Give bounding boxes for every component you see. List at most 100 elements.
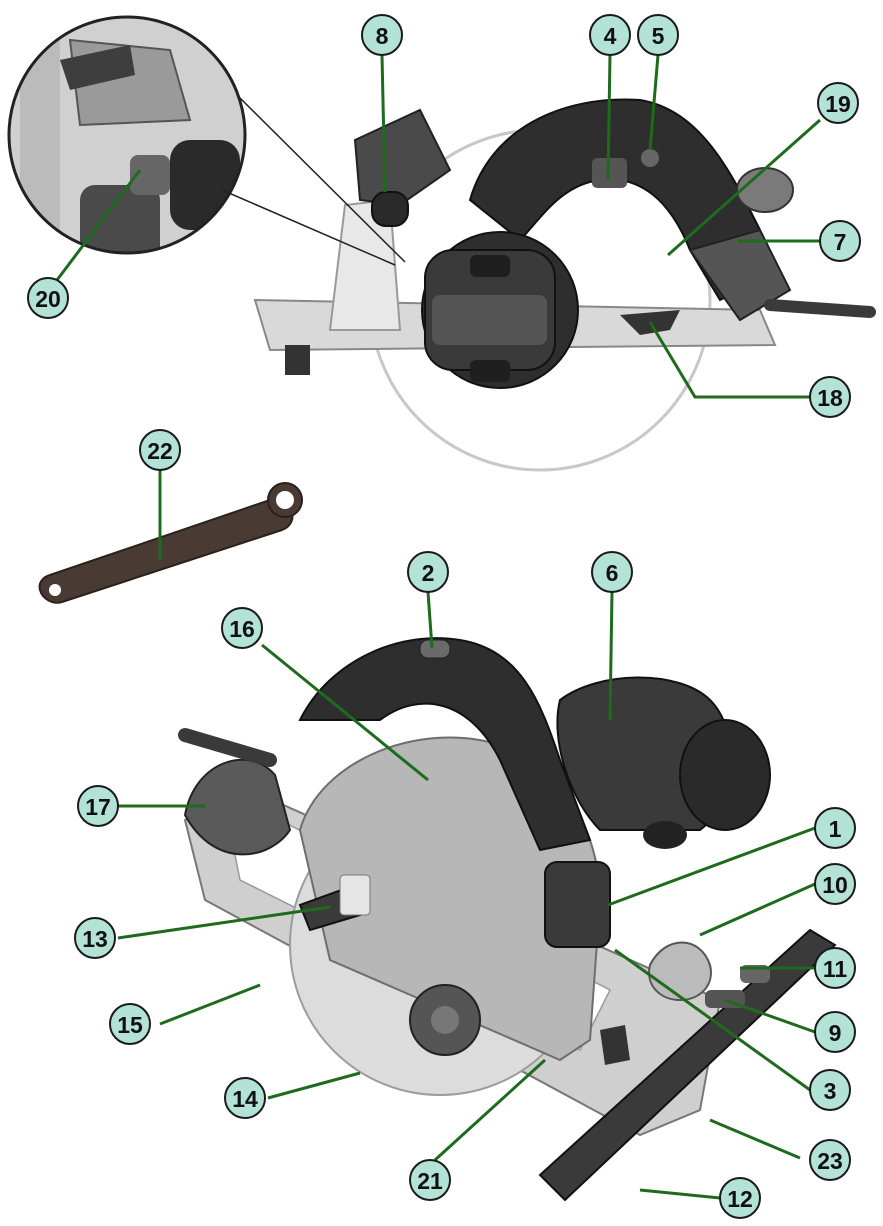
callout-number: 20 [35,286,61,312]
callout-number: 23 [817,1148,843,1174]
callout-13: 13 [74,917,116,959]
callout-circle [27,277,69,319]
callout-circle [814,1011,856,1053]
motor-face-top [432,295,547,345]
callout-14: 14 [224,1077,266,1119]
main-handle-bottom [298,637,592,852]
knob-button-8 [371,191,409,227]
lock-button-2 [419,639,451,659]
blade-arbor-nut [431,1006,459,1034]
callout-number: 18 [817,385,843,411]
front-bevel-fixture [648,941,712,1002]
wrench-hole-small [49,584,61,596]
callout-number: 6 [606,560,619,586]
leader-12 [639,1188,721,1200]
callout-number: 13 [82,926,108,952]
callout-circle [814,807,856,849]
callout-19: 19 [817,82,859,124]
wrench-hole-large-inner [276,491,294,509]
leader-20 [46,169,142,293]
callout-9: 9 [814,1011,856,1053]
callout-circle [221,607,263,649]
wrench-body [38,498,294,604]
callout-number: 12 [727,1186,753,1212]
dust-outlet [183,758,292,856]
callout-5: 5 [637,14,679,56]
callout-number: 22 [147,438,173,464]
callout-circle [814,863,856,905]
callout-21: 21 [409,1159,451,1201]
callout-circle [809,1139,851,1181]
callout-number: 9 [829,1020,842,1046]
wrench-accessory [38,482,303,604]
base-slot-top [285,345,310,375]
leader-8 [380,54,387,193]
callout-circle [817,82,859,124]
callout-22: 22 [139,429,181,471]
callout-15: 15 [109,1003,151,1045]
cable-top [764,299,876,318]
callout-16: 16 [221,607,263,649]
bevel-lever-plate [339,874,371,916]
detail-inset [7,15,406,266]
leader-2 [426,591,434,649]
callout-circle [109,1003,151,1045]
callout-number: 10 [822,872,848,898]
callout-circle [361,14,403,56]
leader-23 [709,1118,801,1160]
callout-8: 8 [361,14,403,56]
leader-16 [261,643,429,782]
callout-circle [74,917,116,959]
callout-circle [409,1159,451,1201]
callout-circle [77,785,119,827]
rear-pipe [178,728,277,767]
callout-circle [819,220,861,262]
callout-4: 4 [589,14,631,56]
leader-6 [608,591,614,721]
motor-vent-top [470,255,510,277]
callout-circle [407,551,449,593]
leader-21 [433,1058,547,1162]
inset-pointer-upper [236,94,406,263]
motor-end-cap [679,719,771,831]
callout-number: 11 [823,956,848,982]
button-5 [641,149,659,167]
callout-3: 3 [809,1069,851,1111]
callout-number: 2 [422,560,435,586]
callout-2: 2 [407,551,449,593]
leader-3 [614,948,811,1092]
front-knob-top [353,108,452,207]
callout-circle [139,429,181,471]
callout-23: 23 [809,1139,851,1181]
callout-number: 4 [604,23,617,49]
callout-17: 17 [77,785,119,827]
motor-foot [643,821,687,849]
rear-grip-top [688,228,792,322]
callout-1: 1 [814,807,856,849]
depth-knob [544,861,611,948]
callout-20: 20 [27,277,69,319]
callout-number: 19 [825,91,851,117]
callout-number: 5 [652,23,665,49]
leader-18 [648,321,810,399]
callout-circle [589,14,631,56]
callout-number: 1 [829,816,842,842]
callout-circle [809,376,851,418]
leader-15 [159,983,261,1026]
callout-12: 12 [719,1177,761,1219]
callout-circle [814,947,856,989]
guide-hole [631,1185,641,1195]
callout-number: 8 [376,23,389,49]
lower-guard-lever [600,1025,630,1065]
callout-number: 7 [834,229,847,255]
callout-number: 3 [824,1078,837,1104]
callout-circle [591,551,633,593]
callout-number: 17 [85,794,111,820]
callout-circle [224,1077,266,1119]
leader-4 [606,54,612,181]
leader-13 [117,905,331,940]
leader-10 [699,882,816,937]
dust-port-top [736,167,794,213]
